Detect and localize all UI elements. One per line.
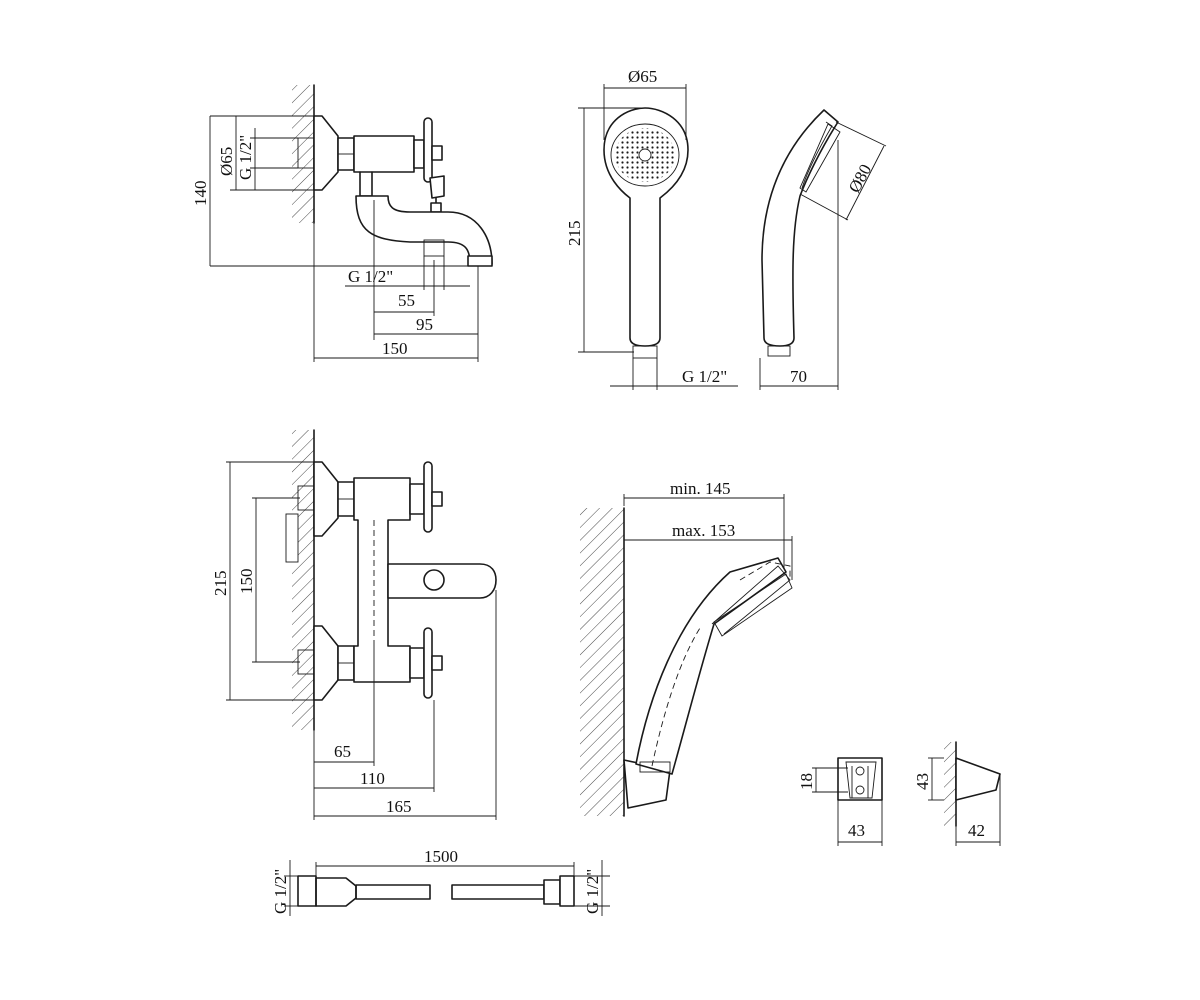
label-diameter: Ø65: [217, 147, 236, 176]
cross-handle: [423, 117, 433, 183]
wall-bracket-assembly: [580, 507, 793, 817]
holder-side-body: [955, 757, 1001, 801]
label-hose-length: 1500: [424, 847, 458, 866]
hand-shower-front: [603, 107, 689, 359]
label-front-150: 150: [237, 569, 256, 595]
hose-segment-left: [355, 884, 431, 900]
hose-segment-right: [451, 884, 545, 900]
label-front-165: 165: [386, 797, 412, 816]
holder-front: [837, 757, 883, 801]
label-depth-70: 70: [790, 367, 807, 386]
label-hose-thread-left: G 1/2": [271, 869, 290, 914]
label-head-diameter: Ø65: [628, 67, 657, 86]
label-length-215: 215: [565, 221, 584, 247]
label-min: min. 145: [670, 479, 730, 498]
label-front-215: 215: [211, 571, 230, 597]
holder-side: [944, 741, 1001, 827]
label-holder-43-height: 43: [913, 773, 932, 790]
label-150: 150: [382, 339, 408, 358]
label-holder-43-width: 43: [848, 821, 865, 840]
mixer-front-body: [353, 477, 411, 683]
nozzle-face: [610, 123, 680, 187]
label-holder-18: 18: [797, 773, 816, 790]
shower-head-side: [761, 109, 839, 347]
handle-bottom: [423, 627, 433, 699]
label-holder-42: 42: [968, 821, 985, 840]
wall-hatch-holder: [944, 742, 956, 826]
holder-dimensions: 18 43 43 42: [797, 757, 1001, 846]
label-55: 55: [398, 291, 415, 310]
mixer-body: [353, 135, 415, 173]
hose: [297, 875, 575, 907]
hand-shower-side: [761, 109, 841, 357]
label-thread-horizontal: G 1/2": [348, 267, 393, 286]
label-95: 95: [416, 315, 433, 334]
front-view-dimensions: 215 150 65 110 165: [211, 461, 497, 820]
label-thread-vertical: G 1/2": [236, 135, 255, 180]
label-side-diameter: Ø80: [845, 161, 876, 196]
handle-top: [423, 461, 433, 533]
hose-dimensions: 1500 G 1/2" G 1/2": [271, 847, 610, 916]
label-height-140: 140: [191, 181, 210, 207]
label-front-65: 65: [334, 742, 351, 761]
hand-shower-dimensions: Ø65 215 G 1/2" Ø80 70: [565, 67, 887, 390]
wall-hatch-front: [292, 430, 314, 730]
label-hose-thread-right: G 1/2": [583, 869, 602, 914]
wall-hatch-bracket: [580, 508, 624, 816]
side-view-dimensions: Ø65 G 1/2" 140 G 1/2" 55 95 150: [191, 115, 479, 362]
wall-hatch: [292, 85, 314, 223]
label-max: max. 153: [672, 521, 735, 540]
escutcheon: [313, 115, 339, 191]
side-view-mixer: [292, 84, 493, 267]
shower-in-bracket: [635, 557, 787, 775]
bracket-dimensions: min. 145 max. 153: [623, 479, 793, 580]
label-thread: G 1/2": [682, 367, 727, 386]
label-front-110: 110: [360, 769, 385, 788]
front-view-mixer: [285, 429, 497, 731]
